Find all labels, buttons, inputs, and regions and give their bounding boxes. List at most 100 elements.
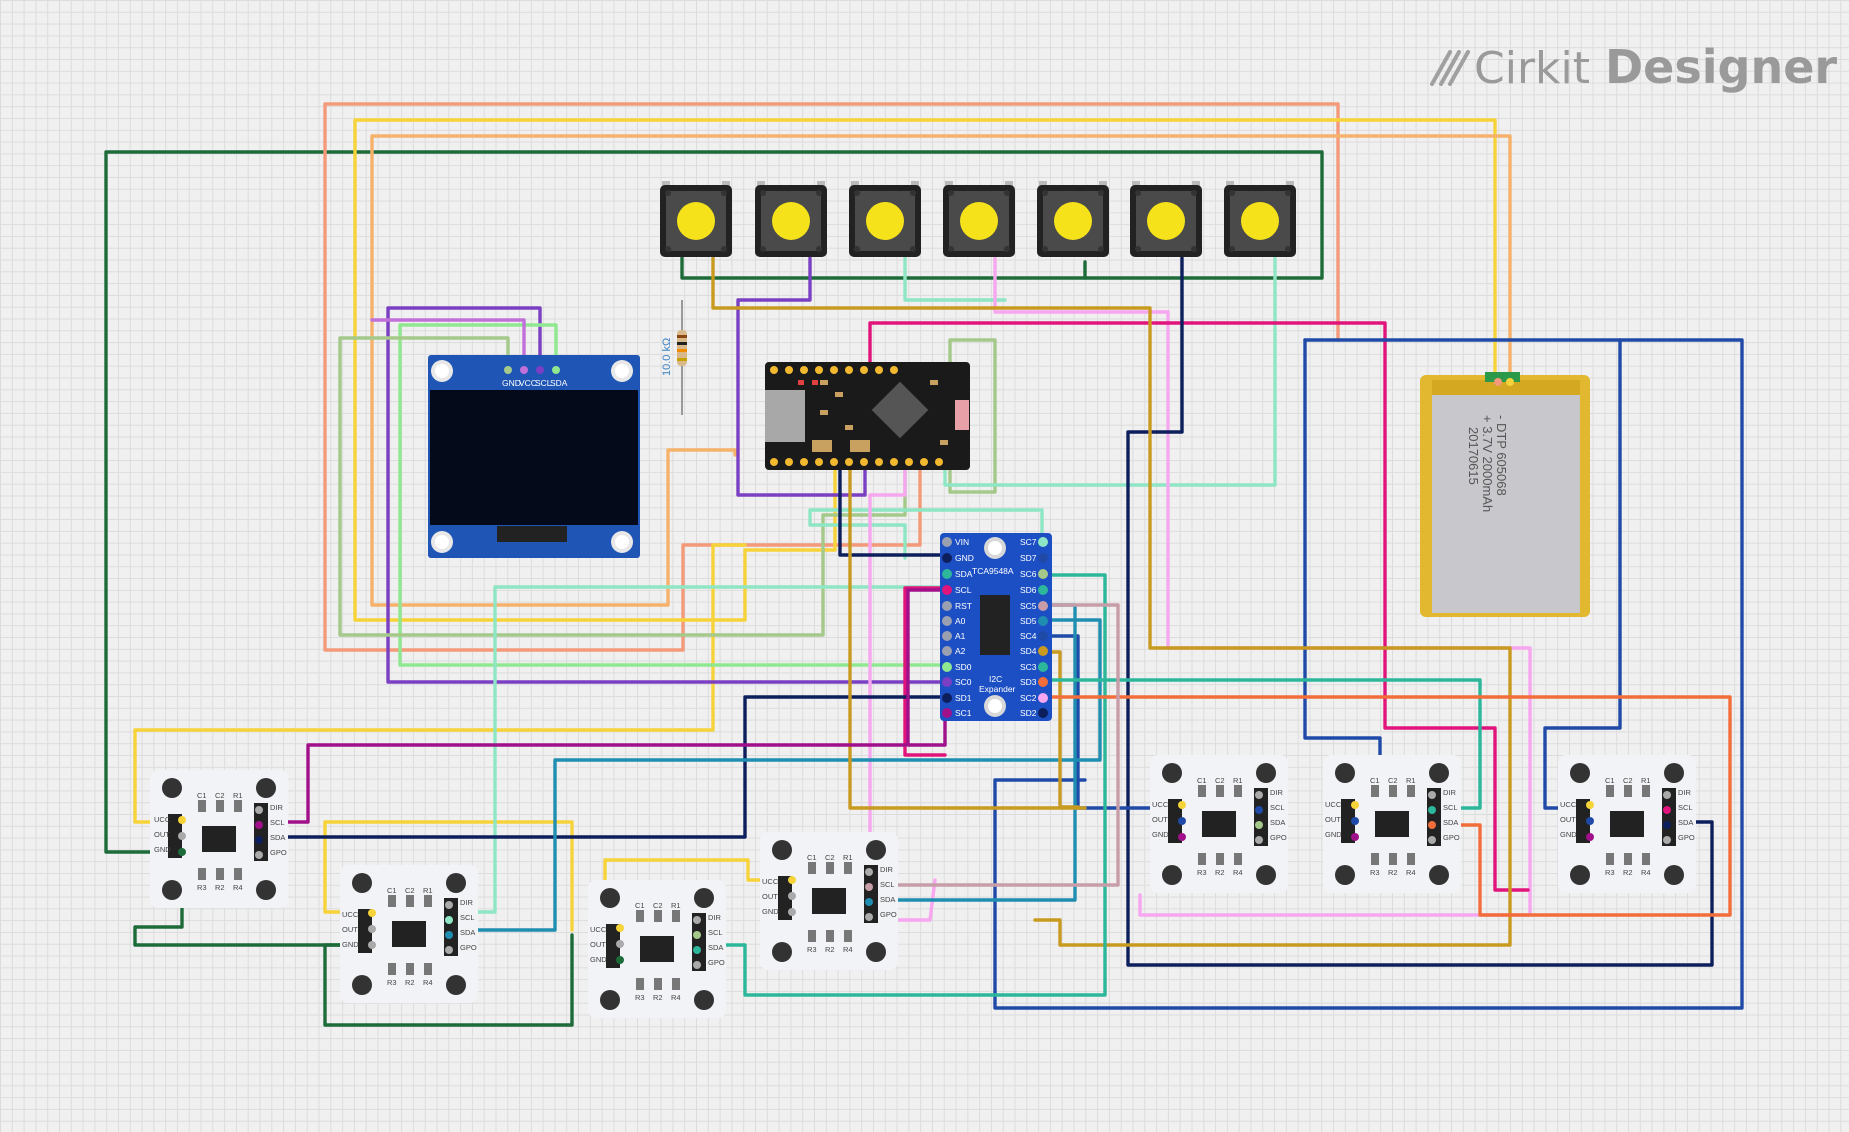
wire-navy-button[interactable] (1126, 256, 1714, 967)
mux-pin-sd7: SD7 (1020, 553, 1037, 563)
arduino-pro-mini[interactable] (765, 362, 970, 470)
wire-salmon-top[interactable] (323, 102, 1340, 652)
sensor6-pin-out: OUT (1325, 815, 1341, 824)
wire-olive-button[interactable] (711, 256, 1512, 947)
mux-pin-a0: A0 (955, 616, 966, 626)
sensor5-pin-dir: DIR (1270, 788, 1284, 797)
sensor6-mark-c1: C1 (1370, 776, 1380, 785)
mux-title: TCA9548A (972, 566, 1014, 576)
wire-blue-right[interactable] (1303, 338, 1382, 827)
sensor3-mark-r4: R4 (671, 993, 681, 1002)
sensor6-pin-ucc: UCC (1325, 800, 1342, 809)
sensor7-pin-dir: DIR (1678, 788, 1692, 797)
mux-right-pins: SC7 SD7 SC6 SD6 SC5 SD5 SC4 SD4 SC3 SD3 … (1020, 537, 1048, 718)
push-button-6[interactable] (1130, 181, 1202, 257)
sensor7-mark-r4: R4 (1641, 868, 1651, 877)
sensor1-pin-gnd: GND (154, 845, 171, 854)
wire-sage-oled[interactable] (338, 336, 907, 637)
sensor-board-4[interactable]: C1 C2 R1 R3 R2 R4 UCC OUT GND DIR SCL SD… (760, 832, 898, 970)
sensor4-mark-c2: C2 (825, 853, 835, 862)
sensor-board-5[interactable]: C1 C2 R1 R3 R2 R4 UCC OUT GND DIR SCL SD… (1150, 755, 1288, 893)
mux-chip (980, 595, 1010, 655)
push-button-4[interactable] (943, 181, 1015, 257)
usb-port (765, 390, 805, 442)
wire-magenta-mux[interactable] (903, 586, 947, 757)
sensor4-pin-dir: DIR (880, 865, 894, 874)
wire-navy-sensor1[interactable] (256, 695, 947, 839)
wire-purple-oled[interactable] (386, 306, 942, 684)
wire-redorange[interactable] (1040, 695, 1732, 917)
lipo-battery[interactable]: - DTP 605068 + 3.7V 2000mAh 20170615 (1420, 372, 1590, 617)
resistor[interactable]: 10.0 kΩ (661, 300, 687, 415)
wire-purple-button[interactable] (736, 256, 867, 497)
wire-blue-mux[interactable] (1040, 634, 1172, 810)
sensor1-pin-scl: SCL (270, 818, 285, 827)
push-button-3[interactable] (849, 181, 921, 257)
oled-display[interactable]: GND VCC SCL SDA (428, 355, 640, 558)
wire-blue-battery[interactable] (1543, 338, 1622, 810)
sensor7-pin-gpo: GPO (1678, 833, 1695, 842)
sensor3-mark-r2: R2 (653, 993, 663, 1002)
wire-navy-arduino[interactable] (838, 453, 947, 557)
wire-teal-sensor2[interactable] (450, 618, 1102, 932)
wire-pink-mux[interactable] (868, 453, 937, 922)
mux-pin-scl: SCL (955, 585, 972, 595)
sensor4-mark-r2: R2 (825, 945, 835, 954)
wire-mint-mux[interactable] (808, 508, 1044, 560)
sensor1-pin-out: OUT (154, 830, 170, 839)
wire-olive-arduino[interactable] (848, 453, 1087, 810)
mux-pin-gnd: GND (955, 553, 974, 563)
sensor2-pin-gnd: GND (342, 940, 359, 949)
sensor-boards: C1 C2 R1 R3 R2 R4 UCC OUT GND DIR SCL SD… (150, 755, 1696, 1018)
sensor3-mark-c1: C1 (635, 901, 645, 910)
sensor-board-3[interactable]: C1 C2 R1 R3 R2 R4 UCC OUT GND DIR SCL SD… (588, 880, 726, 1018)
sensor3-pin-gpo: GPO (708, 958, 725, 967)
oled-pin-sda: SDA (550, 378, 568, 388)
wire-lightgreen-oled[interactable] (398, 323, 942, 667)
mux-pin-sc3: SC3 (1020, 662, 1037, 672)
push-button-2[interactable] (755, 181, 827, 257)
wire-yellow-sensor[interactable] (133, 543, 747, 824)
wire-seafoam-mux[interactable] (708, 573, 1107, 997)
sensor7-pin-out: OUT (1560, 815, 1576, 824)
sensor1-mark-c1: C1 (197, 791, 207, 800)
wire-yellow-top[interactable] (353, 118, 1497, 622)
wire-gnd-buttons[interactable] (680, 256, 1087, 280)
wire-mauve[interactable] (863, 603, 1120, 887)
wire-magenta-top[interactable] (868, 321, 1530, 892)
sensor4-pin-scl: SCL (880, 880, 895, 889)
sensor1-mark-r4: R4 (233, 883, 243, 892)
sensor5-mark-r2: R2 (1215, 868, 1225, 877)
sensor5-mark-r4: R4 (1233, 868, 1243, 877)
sensor-board-6[interactable]: C1 C2 R1 R3 R2 R4 UCC OUT GND DIR SCL SD… (1323, 755, 1461, 893)
sensor3-pin-gnd: GND (590, 955, 607, 964)
mux-pin-sc4: SC4 (1020, 631, 1037, 641)
wire-pink-oled-vcc[interactable] (370, 318, 526, 370)
wire-blue-long[interactable] (993, 338, 1744, 1010)
sensor6-pin-gpo: GPO (1443, 833, 1460, 842)
sensor1-mark-r2: R2 (215, 883, 225, 892)
tca9548a-mux[interactable]: TCA9548A I2C Expander VIN GND SDA SCL RS… (940, 533, 1052, 721)
wire-orange-top[interactable] (370, 134, 1512, 607)
push-button-7[interactable] (1224, 181, 1296, 257)
sensor6-mark-r3: R3 (1370, 868, 1380, 877)
sensor5-mark-c1: C1 (1197, 776, 1207, 785)
push-button-1[interactable] (660, 181, 732, 257)
push-button-5[interactable] (1037, 181, 1109, 257)
mux-pin-sd2: SD2 (1020, 708, 1037, 718)
sensor6-mark-c2: C2 (1388, 776, 1398, 785)
sensor6-pin-sda: SDA (1443, 818, 1458, 827)
sensor-board-2[interactable]: C1 C2 R1 R3 R2 R4 UCC OUT GND DIR SCL SD… (340, 865, 478, 1003)
battery-text-2: + 3.7V 2000mAh (1480, 415, 1495, 512)
sensor-board-1[interactable]: C1 C2 R1 R3 R2 R4 UCC OUT GND DIR SCL SD… (150, 770, 288, 908)
sensor-board-7[interactable]: C1 C2 R1 R3 R2 R4 UCC OUT GND DIR SCL SD… (1558, 755, 1696, 893)
sensor6-mark-r1: R1 (1406, 776, 1416, 785)
cirkit-logo-icon (1430, 50, 1470, 86)
sensor5-pin-gpo: GPO (1270, 833, 1287, 842)
mux-pin-sd5: SD5 (1020, 616, 1037, 626)
sensor7-pin-gnd: GND (1560, 830, 1577, 839)
wire-mint-button[interactable] (903, 256, 1007, 302)
wire-violet-sensor1[interactable] (256, 743, 907, 824)
sensor3-pin-dir: DIR (708, 913, 722, 922)
